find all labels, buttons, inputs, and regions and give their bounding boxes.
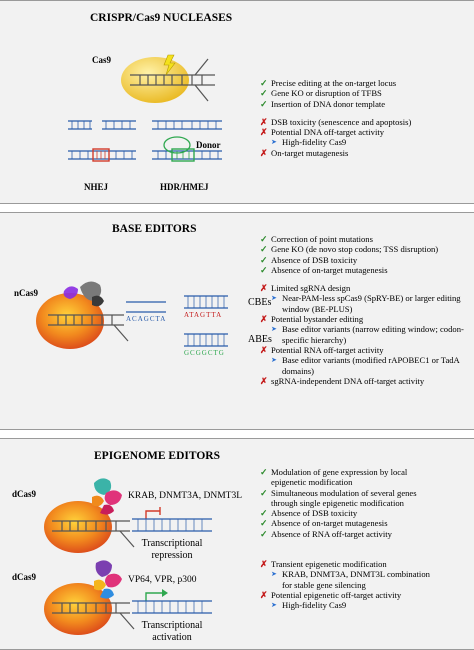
nhej-dna-diagram [68, 120, 136, 162]
activator-domains: VP64, VPR, p300 [128, 575, 197, 585]
check-icon: ✓ [260, 264, 268, 275]
solution-item: ➤Base editor variants (modified rAPOBEC1… [271, 355, 460, 376]
arrow-icon: ➤ [271, 294, 277, 303]
pro-item: ✓Gene KO or disruption of TFBS [260, 88, 382, 99]
dcas9-repression-label: dCas9 [12, 489, 37, 499]
solution-item: ➤KRAB, DNMT3A, DNMT3L combination for st… [271, 569, 430, 590]
con-item: ✗sgRNA-independent DNA off-target activi… [260, 375, 425, 386]
arrow-icon: ➤ [271, 138, 277, 147]
dcas9-repressor-illustration [44, 478, 135, 553]
original-sequence-dna [126, 301, 166, 313]
cross-icon: ✗ [260, 283, 268, 294]
cross-icon: ✗ [260, 127, 268, 138]
con-item: ✗Transient epigenetic modification [260, 559, 387, 569]
base-editors-panel: BASE EDITORS nCas9 ACAGCTA ATAGTTA CBEs … [0, 212, 474, 430]
con-item: ✗On-target mutagenesis [260, 147, 349, 158]
donor-template-icon [163, 136, 191, 154]
check-icon: ✓ [260, 467, 268, 477]
original-sequence: ACAGCTA [126, 315, 167, 323]
arrow-icon: ➤ [271, 601, 277, 610]
hdr-dna-diagram [152, 120, 222, 162]
solution-item: ➤High-fidelity Cas9 [271, 137, 347, 148]
cbe-label: CBEs [248, 297, 272, 308]
pro-item: ✓Gene KO (de novo stop codons; TSS disru… [260, 244, 439, 255]
abe-label: ABEs [248, 334, 272, 345]
cross-icon: ✗ [260, 344, 268, 355]
con-item: ✗DSB toxicity (senescence and apoptosis) [260, 116, 412, 127]
pro-item: ✓Precise editing at the on-target locus [260, 78, 397, 88]
cross-icon: ✗ [260, 147, 268, 158]
donor-label: Donor [196, 140, 221, 150]
abe-sequence: GCGGCTG [184, 349, 225, 357]
check-icon: ✓ [260, 487, 268, 498]
pro-item: ✓Modulation of gene expression by local … [260, 467, 408, 488]
pro-item: ✓Absence of RNA off-target activity [260, 528, 392, 539]
abe-dna [184, 333, 228, 347]
ncas9-illustration [36, 281, 129, 349]
cbe-sequence: ATAGTTA [184, 311, 223, 319]
cas9-label: Cas9 [92, 55, 112, 65]
check-icon: ✓ [260, 528, 268, 539]
crispr-features: ✓Precise editing at the on-target locus … [260, 78, 411, 158]
pro-item: ✓Insertion of DNA donor template [260, 98, 386, 109]
crispr-panel: CRISPR/Cas9 NUCLEASES Cas9 [0, 0, 474, 204]
repressed-gene-dna [132, 507, 212, 532]
dcas9-activator-illustration [44, 560, 135, 635]
con-item: ✗Potential DNA off-target activity [260, 127, 385, 138]
check-icon: ✓ [260, 254, 268, 265]
epigenome-pros: ✓Modulation of gene expression by local … [260, 467, 430, 539]
check-icon: ✓ [260, 88, 268, 99]
epigenome-editors-panel: EPIGENOME EDITORS dCas9 KRAB, DNMT3A, DN… [0, 438, 474, 650]
check-icon: ✓ [260, 98, 268, 109]
con-item: ✗Potential epigenetic off-target activit… [260, 589, 402, 600]
cross-icon: ✗ [260, 116, 268, 127]
base-editor-features: ✓Correction of point mutations ✓Gene KO … [260, 234, 474, 386]
arrow-icon: ➤ [271, 325, 277, 334]
dcas9-activation-label: dCas9 [12, 572, 37, 582]
pro-item: ✓Correction of point mutations [260, 234, 373, 244]
cbe-dna [184, 295, 228, 309]
cross-icon: ✗ [260, 589, 268, 600]
arrow-icon: ➤ [271, 570, 277, 579]
cross-icon: ✗ [260, 559, 268, 569]
panel-title: BASE EDITORS [112, 223, 197, 235]
pro-item: ✓Simultaneous modulation of several gene… [260, 487, 417, 508]
solution-item: ➤High-fidelity Cas9 [271, 600, 347, 611]
ncas9-label: nCas9 [14, 288, 39, 298]
check-icon: ✓ [260, 244, 268, 255]
pro-item: ✓Absence of on-target mutagenesis [260, 518, 388, 529]
cross-icon: ✗ [260, 375, 268, 386]
solution-item: ➤Base editor variants (narrow editing wi… [271, 324, 464, 345]
cas9-illustration [121, 54, 215, 103]
pro-item: ✓Absence of on-target mutagenesis [260, 264, 388, 275]
repressor-domains: KRAB, DNMT3A, DNMT3L [128, 491, 242, 501]
check-icon: ✓ [260, 234, 268, 244]
hdr-label: HDR/HMEJ [160, 182, 209, 192]
con-item: ✗Potential RNA off-target activity [260, 344, 384, 355]
pro-item: ✓Absence of DSB toxicity [260, 254, 358, 265]
cross-icon: ✗ [260, 314, 268, 325]
activated-gene-dna [132, 589, 212, 614]
panel-title: CRISPR/Cas9 NUCLEASES [90, 12, 233, 24]
arrow-icon: ➤ [271, 356, 277, 365]
nhej-label: NHEJ [84, 182, 109, 192]
con-item: ✗Limited sgRNA design [260, 283, 351, 294]
check-icon: ✓ [260, 78, 268, 88]
solution-item: ➤Near-PAM-less spCas9 (SpRY-BE) or large… [271, 293, 461, 314]
check-icon: ✓ [260, 508, 268, 519]
panel-title: EPIGENOME EDITORS [94, 450, 220, 462]
pro-item: ✓Absence of DSB toxicity [260, 508, 358, 519]
con-item: ✗Potential bystander editing [260, 314, 364, 325]
epigenome-cons: ✗Transient epigenetic modification ➤KRAB… [260, 559, 430, 610]
check-icon: ✓ [260, 518, 268, 529]
